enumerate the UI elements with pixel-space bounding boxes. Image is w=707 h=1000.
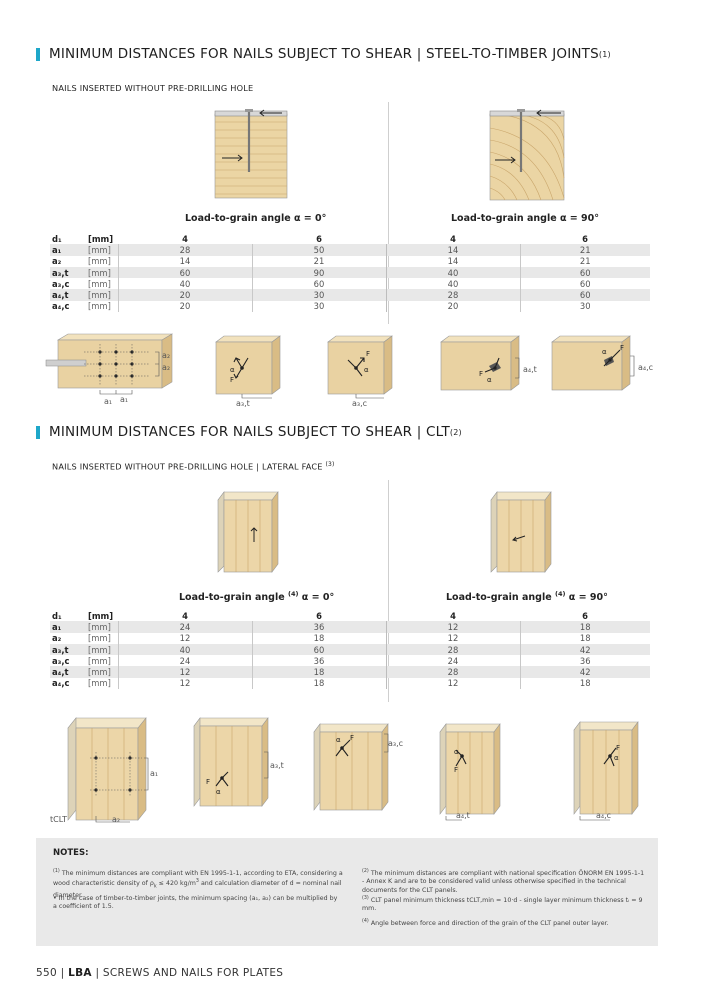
svg-text:α: α — [602, 348, 607, 356]
accent-bar — [36, 425, 40, 439]
svg-text:a₂: a₂ — [112, 815, 120, 824]
table-row: a₄,c [mm] 20 30 20 30 — [50, 300, 650, 313]
divider — [388, 102, 389, 324]
section-title-text: MINIMUM DISTANCES FOR NAILS SUBJECT TO S… — [49, 424, 450, 440]
label-a2b: a₂ — [162, 363, 170, 372]
clt-diagram-a4t: α F a₄,t — [439, 723, 501, 821]
section-title-clt: MINIMUM DISTANCES FOR NAILS SUBJECT TO S… — [36, 424, 462, 440]
svg-text:F: F — [616, 744, 620, 752]
table-row: a₄,t [mm] 20 30 28 60 — [50, 289, 650, 301]
svg-text:α: α — [336, 736, 341, 744]
table-row: a₂ [mm] 12 18 12 18 — [50, 632, 650, 644]
svg-text:α: α — [216, 788, 221, 796]
table-row: a₁ [mm] 28 50 14 21 — [50, 244, 650, 256]
table-header-row: d₁ [mm] 4 6 4 6 — [52, 610, 588, 621]
divider — [388, 480, 389, 702]
subtitle-lateral-face: NAILS INSERTED WITHOUT PRE-DRILLING HOLE… — [52, 461, 335, 472]
label-a3c: a₃,c — [352, 399, 367, 408]
note-3: (3) CLT panel minimum thickness tCLT,min… — [362, 896, 643, 913]
table-row: a₃,t [mm] 60 90 40 60 — [50, 266, 650, 279]
steel-timber-figure-0deg — [214, 109, 288, 199]
svg-text:F: F — [230, 376, 234, 384]
svg-text:a₄,c: a₄,c — [596, 811, 611, 820]
distance-table-clt: d₁ [mm] 4 6 4 6 a₁ [mm] 24 36 12 18 a₂ [… — [50, 610, 650, 690]
note-1: (1) The minimum distances are compliant … — [53, 869, 343, 899]
clt-panel-figure-0deg — [217, 491, 279, 573]
section-title-text: MINIMUM DISTANCES FOR NAILS SUBJECT TO S… — [49, 46, 599, 62]
svg-text:α: α — [487, 376, 492, 384]
spacing-diagram-a1-a2: a₁ a₁ a₂ a₂ — [45, 333, 174, 406]
svg-text:F: F — [479, 370, 483, 378]
table-row: a₁ [mm] 24 36 12 18 — [50, 621, 650, 633]
caption-clt-angle-90: Load-to-grain angle (4) α = 90° — [446, 590, 608, 604]
svg-text:α: α — [614, 754, 619, 762]
svg-text:F: F — [350, 734, 354, 742]
label-a4c: a₄,c — [638, 363, 653, 372]
svg-text:F: F — [366, 350, 370, 358]
svg-text:α: α — [230, 366, 235, 374]
accent-bar — [36, 47, 40, 61]
svg-text:α: α — [454, 748, 459, 756]
caption-angle-90: Load-to-grain angle α = 90° — [451, 213, 600, 224]
table-header-row: d₁ [mm] 4 6 4 6 — [52, 233, 588, 244]
note-2: (2) The minimum distances are compliant … — [362, 869, 645, 894]
page-footer: 550 | LBA | SCREWS AND NAILS FOR PLATES — [36, 967, 284, 979]
label-a3t: a₃,t — [236, 399, 250, 408]
spacing-diagram-a4c: F α a₄,c — [551, 335, 653, 391]
distance-table-steel-timber: d₁ [mm] 4 6 4 6 a₁ [mm] 28 50 14 21 a₂ [… — [50, 233, 650, 313]
svg-text:F: F — [454, 766, 458, 774]
clt-panel-figure-90deg — [490, 491, 552, 573]
svg-text:a₃,c: a₃,c — [388, 739, 403, 748]
clt-diagram-a1-a2: a₁ a₂ tCLT — [50, 717, 158, 824]
steel-timber-figure-90deg — [489, 109, 565, 201]
spacing-diagram-a3c: F α a₃,c — [327, 335, 393, 408]
svg-text:a₃,t: a₃,t — [270, 761, 284, 770]
section-title-steel-timber: MINIMUM DISTANCES FOR NAILS SUBJECT TO S… — [36, 46, 611, 62]
table-row: a₃,t [mm] 40 60 28 42 — [50, 643, 650, 656]
svg-text:α: α — [364, 366, 369, 374]
label-a1b: a₁ — [120, 395, 128, 404]
clt-diagram-a3c: F α a₃,c — [313, 723, 403, 811]
label-a1: a₁ — [104, 397, 112, 406]
svg-text:a₄,t: a₄,t — [456, 811, 470, 820]
brand-name: LBA — [68, 967, 92, 979]
table-row: a₃,c [mm] 24 36 24 36 — [50, 655, 650, 667]
note-bullet: • In the case of timber-to-timber joints… — [53, 895, 338, 911]
caption-angle-0: Load-to-grain angle α = 0° — [185, 213, 327, 224]
caption-clt-angle-0: Load-to-grain angle (4) α = 0° — [179, 590, 335, 604]
notes-title: NOTES: — [53, 848, 89, 858]
svg-text:F: F — [206, 778, 210, 786]
table-row: a₂ [mm] 14 21 14 21 — [50, 255, 650, 267]
clt-diagram-a4c: F α a₄,c — [573, 721, 639, 821]
label-a4t: a₄,t — [523, 365, 537, 374]
clt-diagram-a3t: F α a₃,t — [193, 717, 284, 807]
notes-box: NOTES: (1) The minimum distances are com… — [36, 838, 658, 946]
note-4: (4) Angle between force and direction of… — [362, 919, 609, 928]
spacing-diagram-a3t: α F a₃,t — [215, 335, 281, 408]
spacing-diagram-a4t: F α a₄,t — [440, 335, 537, 391]
table-row: a₄,c [mm] 12 18 12 18 — [50, 677, 650, 690]
page-number: 550 — [36, 967, 57, 979]
label-a2: a₂ — [162, 351, 170, 360]
label-tclt: tCLT — [50, 815, 67, 824]
svg-text:a₁: a₁ — [150, 769, 158, 778]
subtitle-nails-no-predrill: NAILS INSERTED WITHOUT PRE-DRILLING HOLE — [52, 83, 254, 93]
svg-text:F: F — [620, 344, 624, 352]
table-row: a₄,t [mm] 12 18 28 42 — [50, 666, 650, 678]
table-row: a₃,c [mm] 40 60 40 60 — [50, 278, 650, 290]
